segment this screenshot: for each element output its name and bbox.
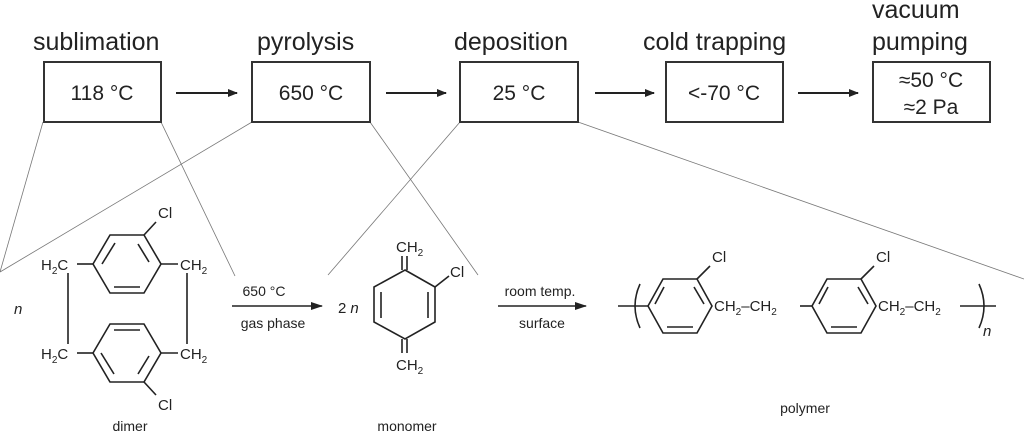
stage-value-cold-trapping: <-70 °C [688, 82, 760, 105]
connector-sublimation-left [0, 121, 44, 273]
polymer-bracket-right [978, 283, 985, 329]
dimer-h2c-top: H2C [41, 257, 68, 277]
stage-value-deposition: 25 °C [493, 82, 546, 105]
polymer-bracket-left [634, 283, 641, 329]
polymer-ch2-ch2-2: CH2–CH2 [878, 298, 941, 318]
polymer-ch2-ch2-1: CH2–CH2 [714, 298, 777, 318]
stage-value-vacuum-pressure: ≈2 Pa [904, 96, 959, 119]
step2-condition-temp: room temp. [505, 283, 576, 299]
polymer-repeat-n: n [983, 323, 991, 340]
stage-title-deposition: deposition [454, 28, 568, 56]
stage-title-cold-trapping: cold trapping [643, 28, 786, 56]
dimer-top-ring [92, 234, 162, 294]
stage-value-sublimation: 118 °C [71, 82, 134, 105]
stage-box-cold-trapping: <-70 °C [665, 61, 784, 123]
reaction-step-pyrolysis: 650 °C gas phase [232, 283, 323, 331]
monomer-label: monomer [377, 418, 436, 434]
stage-box-pyrolysis: 650 °C [251, 61, 371, 123]
stage-box-vacuum-pumping: ≈50 °C ≈2 Pa [872, 61, 991, 123]
connector-deposition-left [327, 121, 461, 276]
connector-sublimation-right [160, 121, 236, 277]
connector-deposition-right [577, 121, 1024, 280]
dimer-structure: n H2C CH2 H2C CH2 Cl Cl dimer [14, 205, 208, 434]
step2-condition-surface: surface [519, 315, 565, 331]
polymer-cl-2: Cl [876, 249, 890, 266]
stage-title-vacuum: vacuum [872, 0, 960, 24]
stage-title-pumping: pumping [872, 28, 968, 56]
dimer-bottom-ring [92, 323, 162, 383]
connector-pyrolysis-left [0, 121, 253, 273]
dimer-ch2-top: CH2 [180, 257, 208, 277]
step1-condition-temp: 650 °C [243, 283, 286, 299]
step1-condition-phase: gas phase [241, 315, 306, 331]
reaction-step-deposition: room temp. surface [498, 283, 587, 331]
dimer-cl-bottom: Cl [158, 397, 172, 414]
stage-title-sublimation: sublimation [33, 28, 159, 56]
zoom-connector-lines [0, 121, 1024, 280]
dimer-cl-top: Cl [158, 205, 172, 222]
polymer-label: polymer [780, 400, 830, 416]
stage-title-pyrolysis: pyrolysis [257, 28, 354, 56]
monomer-ch2-top: CH2 [396, 239, 424, 259]
polymer-structure: Cl CH2–CH2 Cl CH2–CH2 n polymer [618, 249, 996, 416]
connector-pyrolysis-right [369, 121, 479, 276]
stage-box-sublimation: 118 °C [43, 61, 162, 123]
monomer-cl: Cl [450, 264, 464, 281]
polymer-cl-1: Cl [712, 249, 726, 266]
stage-value-vacuum-temp: ≈50 °C [899, 69, 963, 92]
dimer-ch2-bottom: CH2 [180, 346, 208, 366]
dimer-label: dimer [112, 418, 147, 434]
dimer-h2c-bottom: H2C [41, 346, 68, 366]
monomer-ch2-bottom: CH2 [396, 357, 424, 377]
stage-box-deposition: 25 °C [459, 61, 579, 123]
dimer-coefficient: n [14, 301, 22, 318]
stage-value-pyrolysis: 650 °C [279, 82, 343, 105]
